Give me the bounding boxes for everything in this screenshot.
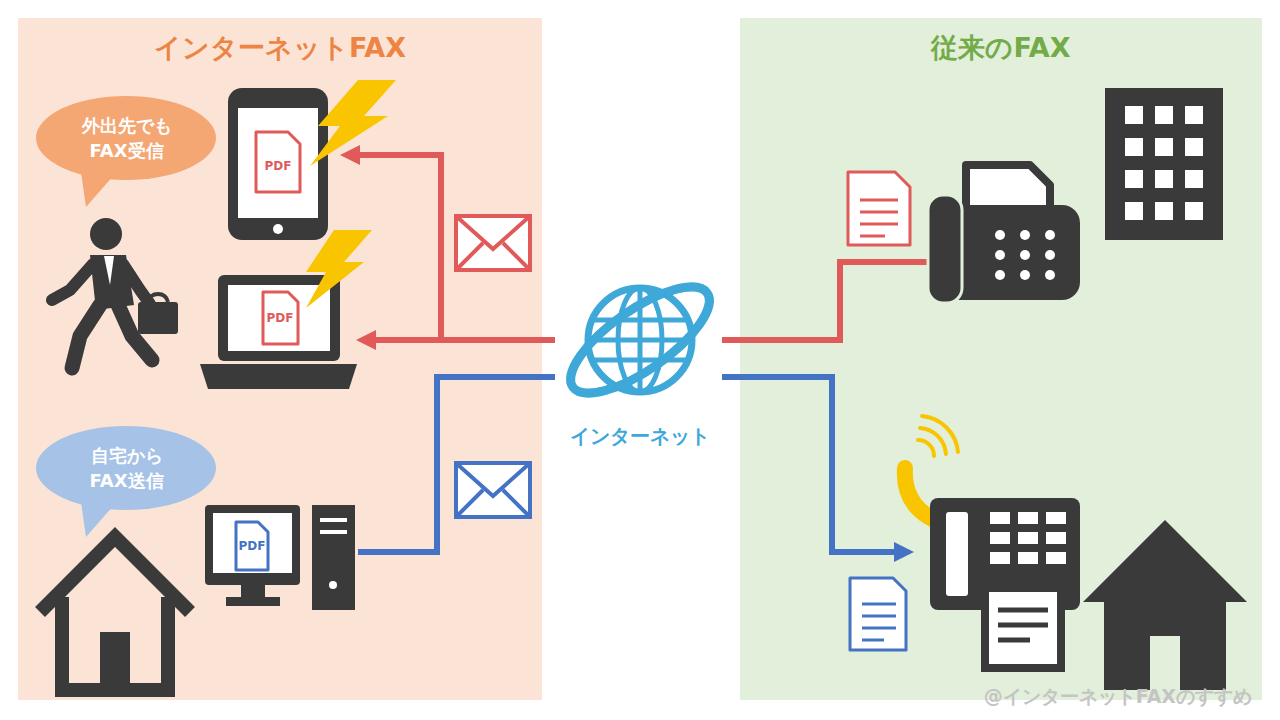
device-label: PDF: [222, 538, 282, 554]
bubble-body: [36, 96, 216, 180]
desktop-node: PDF: [203, 502, 358, 614]
globe-label: インターネット: [555, 423, 725, 449]
panel-label: インターネットFAX: [18, 32, 542, 64]
speech-bubble: 自宅から FAX送信: [34, 425, 219, 545]
panel-box: インターネットFAX 外出先でも FAX受信 PDF PDF 自宅から FAX送信 PDF: [18, 18, 542, 700]
bubble-body: [36, 426, 216, 510]
laptop-node: PDF: [198, 272, 358, 392]
globe-orbit: [556, 268, 725, 411]
speech-bubble: 外出先でも FAX受信: [34, 95, 219, 215]
panel-box: 従来のFAX: [740, 18, 1262, 700]
panel-label: 従来のFAX: [740, 32, 1262, 64]
device-label: PDF: [248, 158, 308, 174]
watermark: @インターネットFAXのすすめ: [880, 684, 1252, 710]
device-label: PDF: [250, 310, 310, 326]
bubble-label: 外出先でも FAX受信: [34, 95, 219, 181]
smartphone-node: PDF: [226, 86, 330, 242]
bubble-label: 自宅から FAX送信: [34, 425, 219, 511]
internet-globe: インターネット: [555, 268, 725, 453]
